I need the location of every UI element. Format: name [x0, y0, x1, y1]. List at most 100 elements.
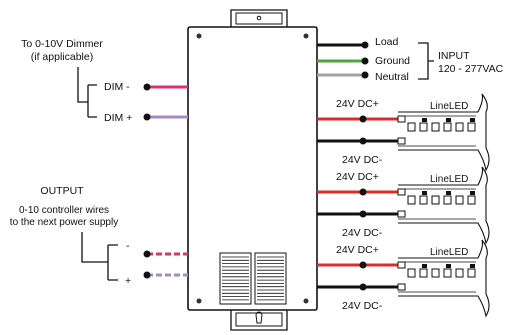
- dc-positive-terminal: [359, 261, 367, 269]
- strip-outline: [398, 93, 490, 172]
- resistor-chip: [446, 264, 451, 268]
- top-screw-hole-icon: [256, 15, 262, 21]
- dimmer-section: To 0-10V Dimmer (if applicable) DIM - DI…: [21, 38, 188, 124]
- lineled-brand-label: LineLED: [430, 174, 468, 185]
- lineled-brand-label: LineLED: [430, 247, 468, 258]
- solder-pad: [397, 115, 406, 123]
- solder-pad: [397, 261, 406, 269]
- resistor-chip: [422, 118, 427, 122]
- input-title: INPUT: [438, 50, 470, 62]
- led-chip: [431, 195, 440, 205]
- led-strip: [397, 239, 490, 318]
- solder-pad: [397, 137, 406, 145]
- bottom-keyhole-icon: [255, 311, 263, 324]
- led-strip-output-1: 24V DC+ 24V DC- LineLED: [317, 93, 490, 172]
- resistor-chip: [446, 191, 451, 195]
- ground-terminal: [361, 57, 369, 65]
- dim-plus-label: DIM +: [104, 112, 132, 124]
- output-minus-label: -: [126, 240, 130, 252]
- dim-minus-label: DIM -: [104, 81, 130, 93]
- power-supply-case: [187, 26, 318, 311]
- resistor-chip: [422, 191, 427, 195]
- power-supply: [187, 9, 318, 331]
- dimmer-subtitle: (if applicable): [31, 51, 93, 63]
- dc-negative-label: 24V DC-: [342, 300, 383, 312]
- dc-positive-terminal: [359, 188, 367, 196]
- vent-slots: [222, 256, 284, 301]
- led-chip: [455, 268, 464, 278]
- dc-negative-terminal: [359, 137, 367, 145]
- vent-grille: [219, 252, 287, 305]
- led-chip: [419, 195, 428, 205]
- strip-outline: [398, 166, 490, 245]
- resistor-chip: [470, 118, 475, 122]
- input-voltage: 120 - 277VAC: [438, 63, 504, 75]
- led-chip: [443, 195, 452, 205]
- strip-edge: [398, 115, 476, 147]
- dc-negative-label: 24V DC-: [342, 154, 383, 166]
- strip-outline: [398, 239, 490, 318]
- led-chip: [407, 122, 416, 132]
- led-chip: [467, 122, 476, 132]
- led-chip: [467, 268, 476, 278]
- resistor-chip: [446, 118, 451, 122]
- dimmer-bracket-stem: [88, 84, 97, 118]
- solder-pad: [397, 210, 406, 218]
- neutral-terminal: [361, 71, 369, 79]
- dim-plus-terminal: [143, 113, 151, 121]
- output-plus-terminal: [143, 271, 151, 279]
- input-bracket: [418, 42, 434, 80]
- led-chip: [407, 268, 416, 278]
- resistor-chip: [422, 264, 427, 268]
- dc-negative-label: 24V DC-: [342, 227, 383, 239]
- led-chip: [443, 122, 452, 132]
- dc-negative-terminal: [359, 210, 367, 218]
- input-section: Load Ground Neutral INPUT 120 - 277VAC: [317, 36, 504, 83]
- dc-positive-label: 24V DC+: [336, 98, 379, 110]
- led-strip: [397, 93, 490, 172]
- resistor-chip: [470, 264, 475, 268]
- output-bracket-stem: [108, 244, 118, 281]
- dc-positive-label: 24V DC+: [336, 244, 379, 256]
- led-strip: [397, 166, 490, 245]
- led-chip: [455, 122, 464, 132]
- load-label: Load: [375, 36, 399, 48]
- output-section: OUTPUT 0-10 controller wires to the next…: [10, 185, 188, 287]
- output-plus-label: +: [125, 275, 131, 287]
- dc-positive-terminal: [359, 115, 367, 123]
- led-chip: [443, 268, 452, 278]
- dc-positive-label: 24V DC+: [336, 171, 379, 183]
- strip-edge: [398, 188, 476, 220]
- led-chip: [467, 195, 476, 205]
- strip-edge: [398, 261, 476, 293]
- bottom-tab-inner: [235, 312, 283, 327]
- dc-negative-terminal: [359, 283, 367, 291]
- output-title: OUTPUT: [40, 185, 84, 197]
- led-strip-output-3: 24V DC+ 24V DC- LineLED: [317, 239, 490, 318]
- dimmer-bracket: [77, 67, 89, 117]
- dimmer-title: To 0-10V Dimmer: [21, 38, 103, 50]
- dim-minus-terminal: [143, 83, 151, 91]
- bottom-mounting-tab: [230, 310, 288, 331]
- case-screw-icon: [196, 33, 309, 304]
- led-strip-output-2: 24V DC+ 24V DC- LineLED: [317, 166, 490, 245]
- led-chip: [431, 268, 440, 278]
- led-chip: [431, 122, 440, 132]
- solder-pad: [397, 283, 406, 291]
- output-minus-terminal: [143, 250, 151, 258]
- neutral-label: Neutral: [375, 71, 409, 83]
- solder-pad: [397, 188, 406, 196]
- led-chip: [407, 195, 416, 205]
- output-bracket: [81, 232, 109, 280]
- output-line1: 0-10 controller wires: [19, 205, 109, 216]
- load-terminal: [361, 41, 369, 49]
- top-tab-inner: [235, 12, 283, 25]
- led-chip: [419, 268, 428, 278]
- top-mounting-tab: [230, 9, 288, 27]
- ground-label: Ground: [375, 55, 410, 67]
- output-line2: to the next power supply: [10, 217, 118, 228]
- resistor-chip: [470, 191, 475, 195]
- led-chip: [419, 122, 428, 132]
